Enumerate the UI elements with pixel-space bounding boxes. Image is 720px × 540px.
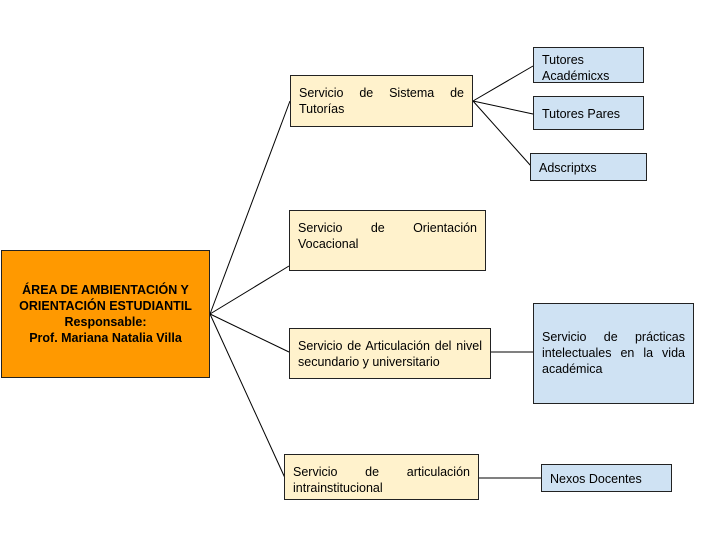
leaf-practicas-box: Servicio de prácticas intelectuales en l…	[533, 303, 694, 404]
leaf-nexos-box: Nexos Docentes	[541, 464, 672, 492]
leaf-tutores-academicos-box: Tutores Académicxs	[533, 47, 644, 83]
leaf-adscriptxs-label: Adscriptxs	[539, 161, 597, 175]
service-tutorias-label: Servicio de Sistema de Tutorías	[299, 86, 464, 116]
connector-root-intra	[209, 313, 286, 479]
service-vocacional-box: Servicio de Orientación Vocacional	[289, 210, 486, 271]
root-responsable-name: Prof. Mariana Natalia Villa	[29, 331, 182, 345]
service-vocacional-label: Servicio de Orientación Vocacional	[298, 221, 477, 251]
connector-root-articulacion	[209, 313, 290, 353]
leaf-practicas-label: Servicio de prácticas intelectuales en l…	[542, 330, 685, 376]
service-intra-box: Servicio de articulación intrainstitucio…	[284, 454, 479, 500]
root-title-line-1: ÁREA DE AMBIENTACIÓN Y	[22, 283, 189, 297]
service-tutorias-box: Servicio de Sistema de Tutorías	[290, 75, 473, 127]
root-area-box: ÁREA DE AMBIENTACIÓN Y ORIENTACIÓN ESTUD…	[1, 250, 210, 378]
root-responsable-label: Responsable:	[64, 315, 147, 329]
service-articulacion-label: Servicio de Articulación del nivel secun…	[298, 339, 482, 369]
leaf-adscriptxs-box: Adscriptxs	[530, 153, 647, 181]
service-articulacion-box: Servicio de Articulación del nivel secun…	[289, 328, 491, 379]
connector-root-vocacional	[209, 265, 290, 315]
connector-tutorias-academicos	[472, 65, 534, 102]
leaf-tutores-pares-label: Tutores Pares	[542, 107, 621, 121]
service-intra-label: Servicio de articulación intrainstitucio…	[293, 465, 470, 495]
connector-root-tutorias	[209, 100, 291, 315]
leaf-tutores-academicos-label: Tutores Académicxs	[542, 53, 610, 83]
leaf-nexos-label: Nexos Docentes	[550, 472, 642, 486]
connector-tutorias-pares	[472, 100, 534, 115]
root-title-line-2: ORIENTACIÓN ESTUDIANTIL	[19, 299, 192, 313]
leaf-tutores-pares-box: Tutores Pares	[533, 96, 644, 130]
connector-tutorias-adscriptxs	[472, 100, 532, 167]
